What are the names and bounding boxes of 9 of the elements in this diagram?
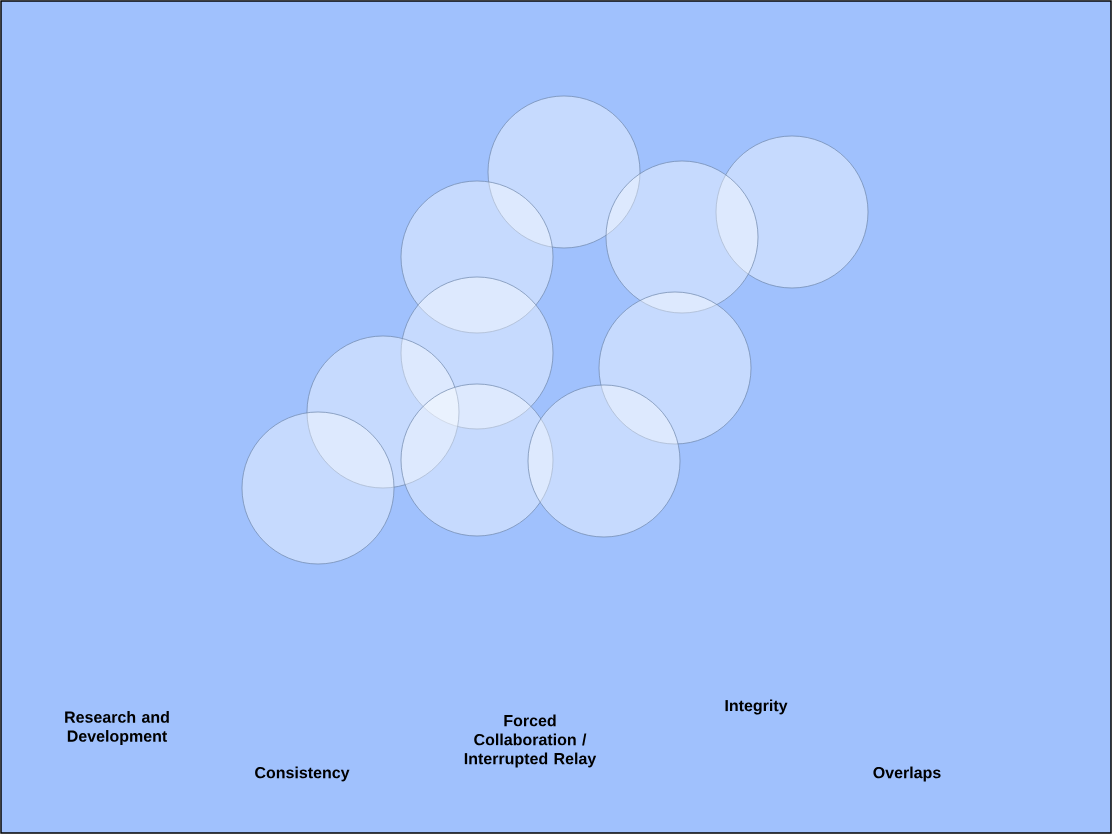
label-text: Research and Development <box>65 711 169 745</box>
circle <box>241 411 395 565</box>
label-text: Forced Collaboration / Interrupted Relay <box>464 714 597 768</box>
circle <box>527 384 681 538</box>
label-text: Integrity <box>725 699 788 715</box>
circle <box>598 291 752 445</box>
label-text: Consistency <box>255 766 350 782</box>
circle <box>487 95 641 249</box>
label-text: Overlaps <box>873 766 941 782</box>
